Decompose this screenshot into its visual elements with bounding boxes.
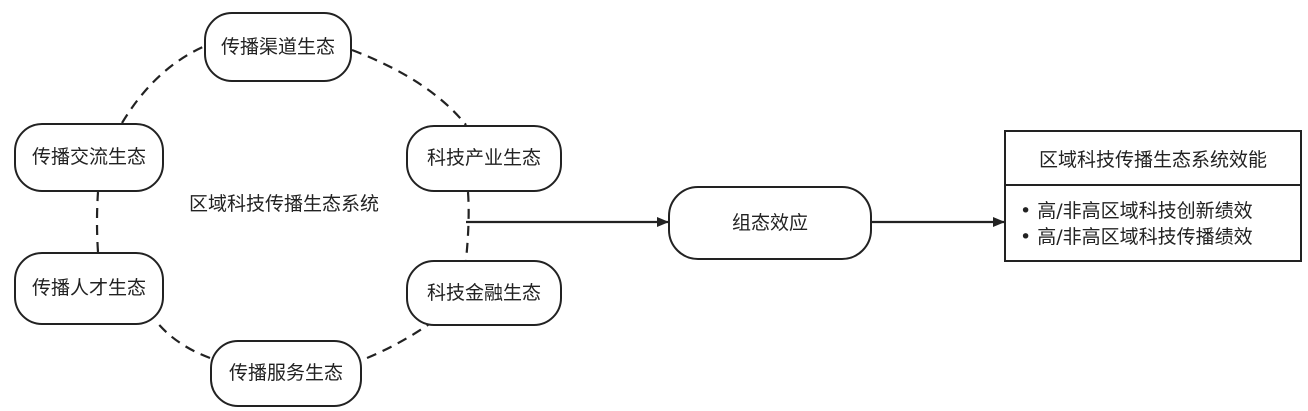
outcome-item-communication: 高/非高区域科技传播绩效 (1020, 224, 1300, 250)
connector-exchange-channel (121, 44, 206, 124)
node-exchange-ecology: 传播交流生态 (14, 123, 164, 192)
system-label: 区域科技传播生态系统 (188, 193, 379, 215)
node-service-ecology: 传播服务生态 (210, 340, 362, 407)
node-industry-ecology: 科技产业生态 (406, 125, 562, 192)
connector-industry-finance (464, 191, 470, 261)
outcome-list: 高/非高区域科技创新绩效 高/非高区域科技传播绩效 (1006, 186, 1300, 250)
connector-service-talent (154, 319, 211, 360)
node-finance-ecology: 科技金融生态 (406, 260, 562, 326)
outcome-title: 区域科技传播生态系统效能 (1006, 132, 1300, 186)
outcome-item-innovation: 高/非高区域科技创新绩效 (1020, 198, 1300, 224)
node-configuration-effect: 组态效应 (668, 186, 872, 260)
outcome-box: 区域科技传播生态系统效能 高/非高区域科技创新绩效 高/非高区域科技传播绩效 (1004, 130, 1302, 262)
node-talent-ecology: 传播人才生态 (14, 252, 164, 325)
node-channel-ecology: 传播渠道生态 (204, 12, 352, 82)
connector-finance-service (361, 319, 436, 362)
connector-talent-exchange (95, 191, 100, 253)
connector-channel-industry (351, 48, 467, 126)
